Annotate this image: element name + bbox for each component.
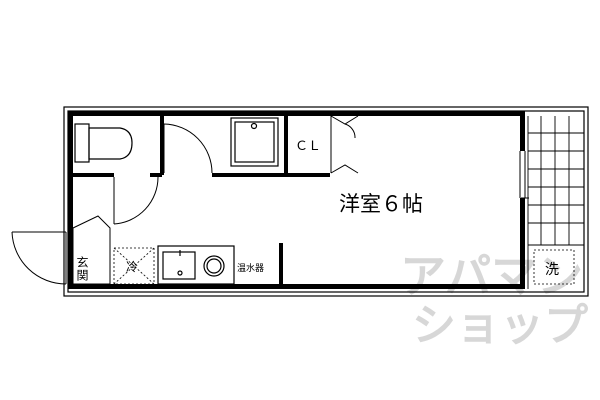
hall-door xyxy=(113,176,159,225)
toilet xyxy=(74,123,133,163)
closet-label: ＣＬ xyxy=(295,139,321,154)
washer-space xyxy=(533,249,575,285)
water-heater: 温水器 xyxy=(237,262,264,274)
entrance-door xyxy=(11,231,67,285)
washer-label: 洗 xyxy=(545,262,559,278)
bathtub xyxy=(230,117,279,167)
watermark-line1: アパマン xyxy=(400,249,583,303)
entrance-label-line: 玄関 xyxy=(75,255,89,282)
watermark: アパマン ショップ xyxy=(400,249,588,351)
entrance-area xyxy=(72,215,111,285)
toilet-door xyxy=(163,123,213,174)
water-heater-label: 温水器 xyxy=(237,262,264,274)
fridge-label: 冷 xyxy=(126,260,138,274)
room-label: 洋室６帖 xyxy=(339,192,423,216)
watermark-line2: ショップ xyxy=(412,300,588,351)
interior-walls xyxy=(68,111,525,289)
closet: ＣＬ xyxy=(295,115,359,174)
fridge-space xyxy=(113,247,155,285)
balcony xyxy=(527,116,585,289)
kitchen-counter xyxy=(157,245,235,285)
